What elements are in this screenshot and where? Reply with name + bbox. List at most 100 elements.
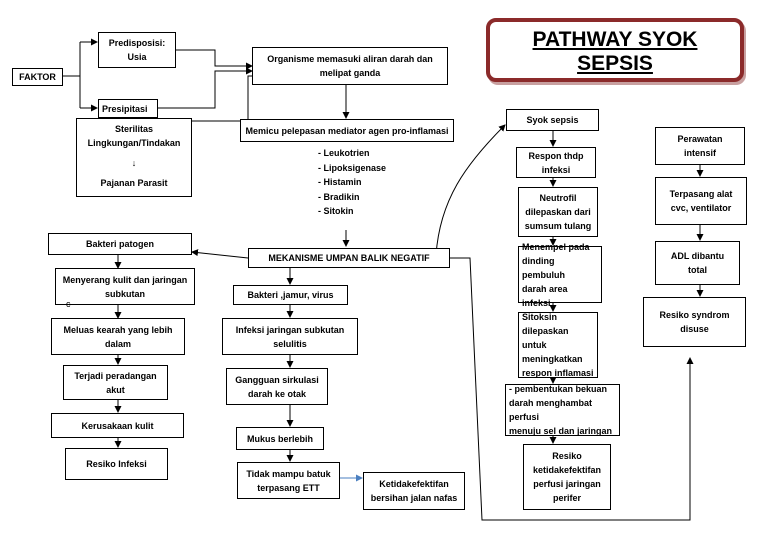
node-resiko-perfusi-line2: ketidakefektifan — [532, 465, 602, 475]
node-neutrofil-line1: Neutrofil — [539, 193, 577, 203]
mediator-item: - Bradikin — [318, 191, 360, 202]
mediator-item: - Histamin — [318, 177, 362, 187]
mediator-list: - Leukotrien - Lipoksigenase - Histamin … — [318, 146, 386, 219]
node-syok-sepsis: Syok sepsis — [506, 109, 599, 131]
node-perawatan: Perawatan intensif — [655, 127, 745, 165]
node-presipitasi-label: Presipitasi — [102, 103, 148, 114]
node-infeksi-subkutan: Infeksi jaringan subkutan selulitis — [222, 318, 358, 355]
node-adl-line1: ADL dibantu — [670, 251, 725, 261]
node-bakteri-jamur: Bakteri ,jamur, virus — [233, 285, 348, 305]
node-terpasang-line1: Terpasang alat — [669, 189, 733, 199]
node-organisme-line1: Organisme memasuki aliran darah dan — [267, 54, 433, 64]
node-memicu-label: Memicu pelepasan mediator agen pro-infla… — [245, 125, 449, 136]
node-menempel-line2: dinding pembuluh — [522, 255, 565, 280]
node-sitoksin-line3: meningkatkan — [522, 354, 583, 364]
node-neutrofil: Neutrofil dilepaskan dari sumsum tulang — [518, 187, 598, 237]
node-disuse-line2: disuse — [680, 324, 709, 334]
node-terpasang-line2: cvc, ventilator — [670, 203, 732, 213]
node-syok-sepsis-label: Syok sepsis — [526, 115, 579, 125]
node-menyerang: Menyerang kulit dan jaringan subkutan — [55, 268, 195, 305]
mediator-item: - Lipoksigenase — [318, 162, 387, 173]
node-peradangan-line1: Terjadi peradangan — [74, 370, 157, 381]
title-line-2: SEPSIS — [577, 52, 653, 75]
node-neutrofil-line2: dilepaskan dari — [525, 207, 591, 217]
node-bakteri-jamur-label: Bakteri ,jamur, virus — [247, 290, 334, 300]
node-faktor-label: FAKTOR — [19, 72, 56, 82]
node-tidak-mampu: Tidak mampu batuk terpasang ETT — [237, 462, 340, 499]
node-pembentukan: - pembentukan bekuan darah menghambat pe… — [505, 384, 620, 436]
node-mukus-label: Mukus berlebih — [246, 433, 313, 444]
node-bakteri-patogen: Bakteri patogen — [48, 233, 192, 255]
node-resiko-infeksi-label: Resiko Infeksi — [86, 459, 147, 469]
node-menempel-line1: Menempel pada — [522, 241, 590, 252]
node-mukus: Mukus berlebih — [236, 427, 324, 450]
node-sitoksin-line4: respon inflamasi — [522, 368, 594, 378]
title-line-1: PATHWAY SYOK — [532, 28, 698, 51]
node-peradangan: Terjadi peradangan akut — [63, 365, 168, 400]
node-adl-line2: total — [688, 265, 707, 275]
node-pembentukan-line1: - pembentukan bekuan — [509, 384, 608, 394]
node-respon-line2: infeksi — [541, 164, 571, 175]
node-resiko-disuse: Resiko syndrom disuse — [643, 297, 746, 347]
node-menempel: Menempel pada dinding pembuluh darah are… — [518, 242, 602, 308]
node-sitoksin: Sitoksin dilepaskan untuk meningkatkan r… — [518, 312, 598, 378]
node-sitoksin-line1: Sitoksin dilepaskan — [522, 312, 569, 336]
title-banner: PATHWAY SYOK SEPSIS — [486, 18, 744, 82]
node-presipitasi: Presipitasi — [98, 99, 158, 118]
node-resiko-perfusi-line3: perfusi jaringan — [533, 479, 601, 489]
node-predisposisi-line1: Predisposisi: — [108, 38, 166, 48]
node-peradangan-line2: akut — [106, 384, 125, 395]
mediator-item: - Sitokin — [318, 206, 354, 216]
node-kerusakan-label: Kerusakaan kulit — [81, 420, 154, 431]
node-infeksi-line1: Infeksi jaringan subkutan — [235, 324, 345, 335]
node-tidak-mampu-line1: Tidak mampu batuk — [246, 468, 331, 479]
node-resiko-perfusi-line1: Resiko — [552, 451, 582, 461]
node-sterilitas-line2: Lingkungan/Tindakan — [87, 138, 181, 148]
node-terpasang-alat: Terpasang alat cvc, ventilator — [655, 177, 747, 225]
node-menyerang-line1: Menyerang kulit dan jaringan — [62, 274, 188, 285]
node-meluas-line2: dalam — [104, 338, 131, 349]
node-bakteri-patogen-label: Bakteri patogen — [85, 239, 154, 249]
mediator-item: - Leukotrien — [318, 148, 370, 158]
node-disuse-line1: Resiko syndrom — [659, 310, 730, 320]
node-sterilitas-line3: Pajanan Parasit — [100, 178, 168, 188]
node-menyerang-line2: subkutan — [104, 288, 145, 299]
node-pembentukan-line3: menuju sel dan jaringan — [509, 426, 613, 436]
node-gangguan-line2: darah ke otak — [247, 388, 307, 399]
node-predisposisi-line2: Usia — [127, 52, 147, 62]
node-meluas-line1: Meluas kearah yang lebih — [63, 324, 173, 335]
node-umpan-balik-label: MEKANISME UMPAN BALIK NEGATIF — [268, 253, 430, 263]
node-kerusakan: Kerusakaan kulit — [51, 413, 184, 438]
node-resiko-perfusi-line4: perifer — [552, 493, 581, 503]
node-menempel-line3: darah area infeksi — [522, 283, 568, 308]
node-perawatan-line2: intensif — [683, 148, 716, 158]
node-meluas: Meluas kearah yang lebih dalam — [51, 318, 185, 355]
node-resiko-infeksi: Resiko Infeksi — [65, 448, 168, 480]
node-tidak-mampu-line2: terpasang ETT — [257, 482, 320, 493]
node-organisme-line2: melipat ganda — [319, 68, 381, 78]
node-memicu: Memicu pelepasan mediator agen pro-infla… — [240, 119, 454, 142]
node-umpan-balik: MEKANISME UMPAN BALIK NEGATIF — [248, 248, 450, 268]
node-respon-line1: Respon thdp — [528, 150, 584, 161]
node-ketidakefektifan-nafas: Ketidakefektifan bersihan jalan nafas — [363, 472, 465, 510]
node-adl: ADL dibantu total — [655, 241, 740, 285]
node-faktor: FAKTOR — [12, 68, 63, 86]
node-pembentukan-line2: darah menghambat perfusi — [509, 398, 593, 422]
down-arrow-icon: ↓ — [131, 158, 137, 168]
node-ketidakefektifan-line2: bersihan jalan nafas — [370, 493, 458, 503]
node-sterilitas: Sterilitas Lingkungan/Tindakan ↓ Pajanan… — [76, 118, 192, 197]
node-organisme: Organisme memasuki aliran darah dan meli… — [252, 47, 448, 85]
node-gangguan-line1: Gangguan sirkulasi — [235, 374, 319, 385]
node-neutrofil-line3: sumsum tulang — [524, 221, 592, 231]
stray-text: c — [66, 299, 71, 309]
node-infeksi-line2: selulitis — [273, 338, 307, 349]
node-gangguan: Gangguan sirkulasi darah ke otak — [226, 368, 328, 405]
node-resiko-perfusi: Resiko ketidakefektifan perfusi jaringan… — [523, 444, 611, 510]
node-ketidakefektifan-line1: Ketidakefektifan — [379, 479, 449, 489]
node-perawatan-line1: Perawatan — [677, 134, 723, 144]
node-respon: Respon thdp infeksi — [516, 147, 596, 178]
node-predisposisi: Predisposisi: Usia — [98, 32, 176, 68]
node-sitoksin-line2: untuk — [522, 340, 547, 350]
